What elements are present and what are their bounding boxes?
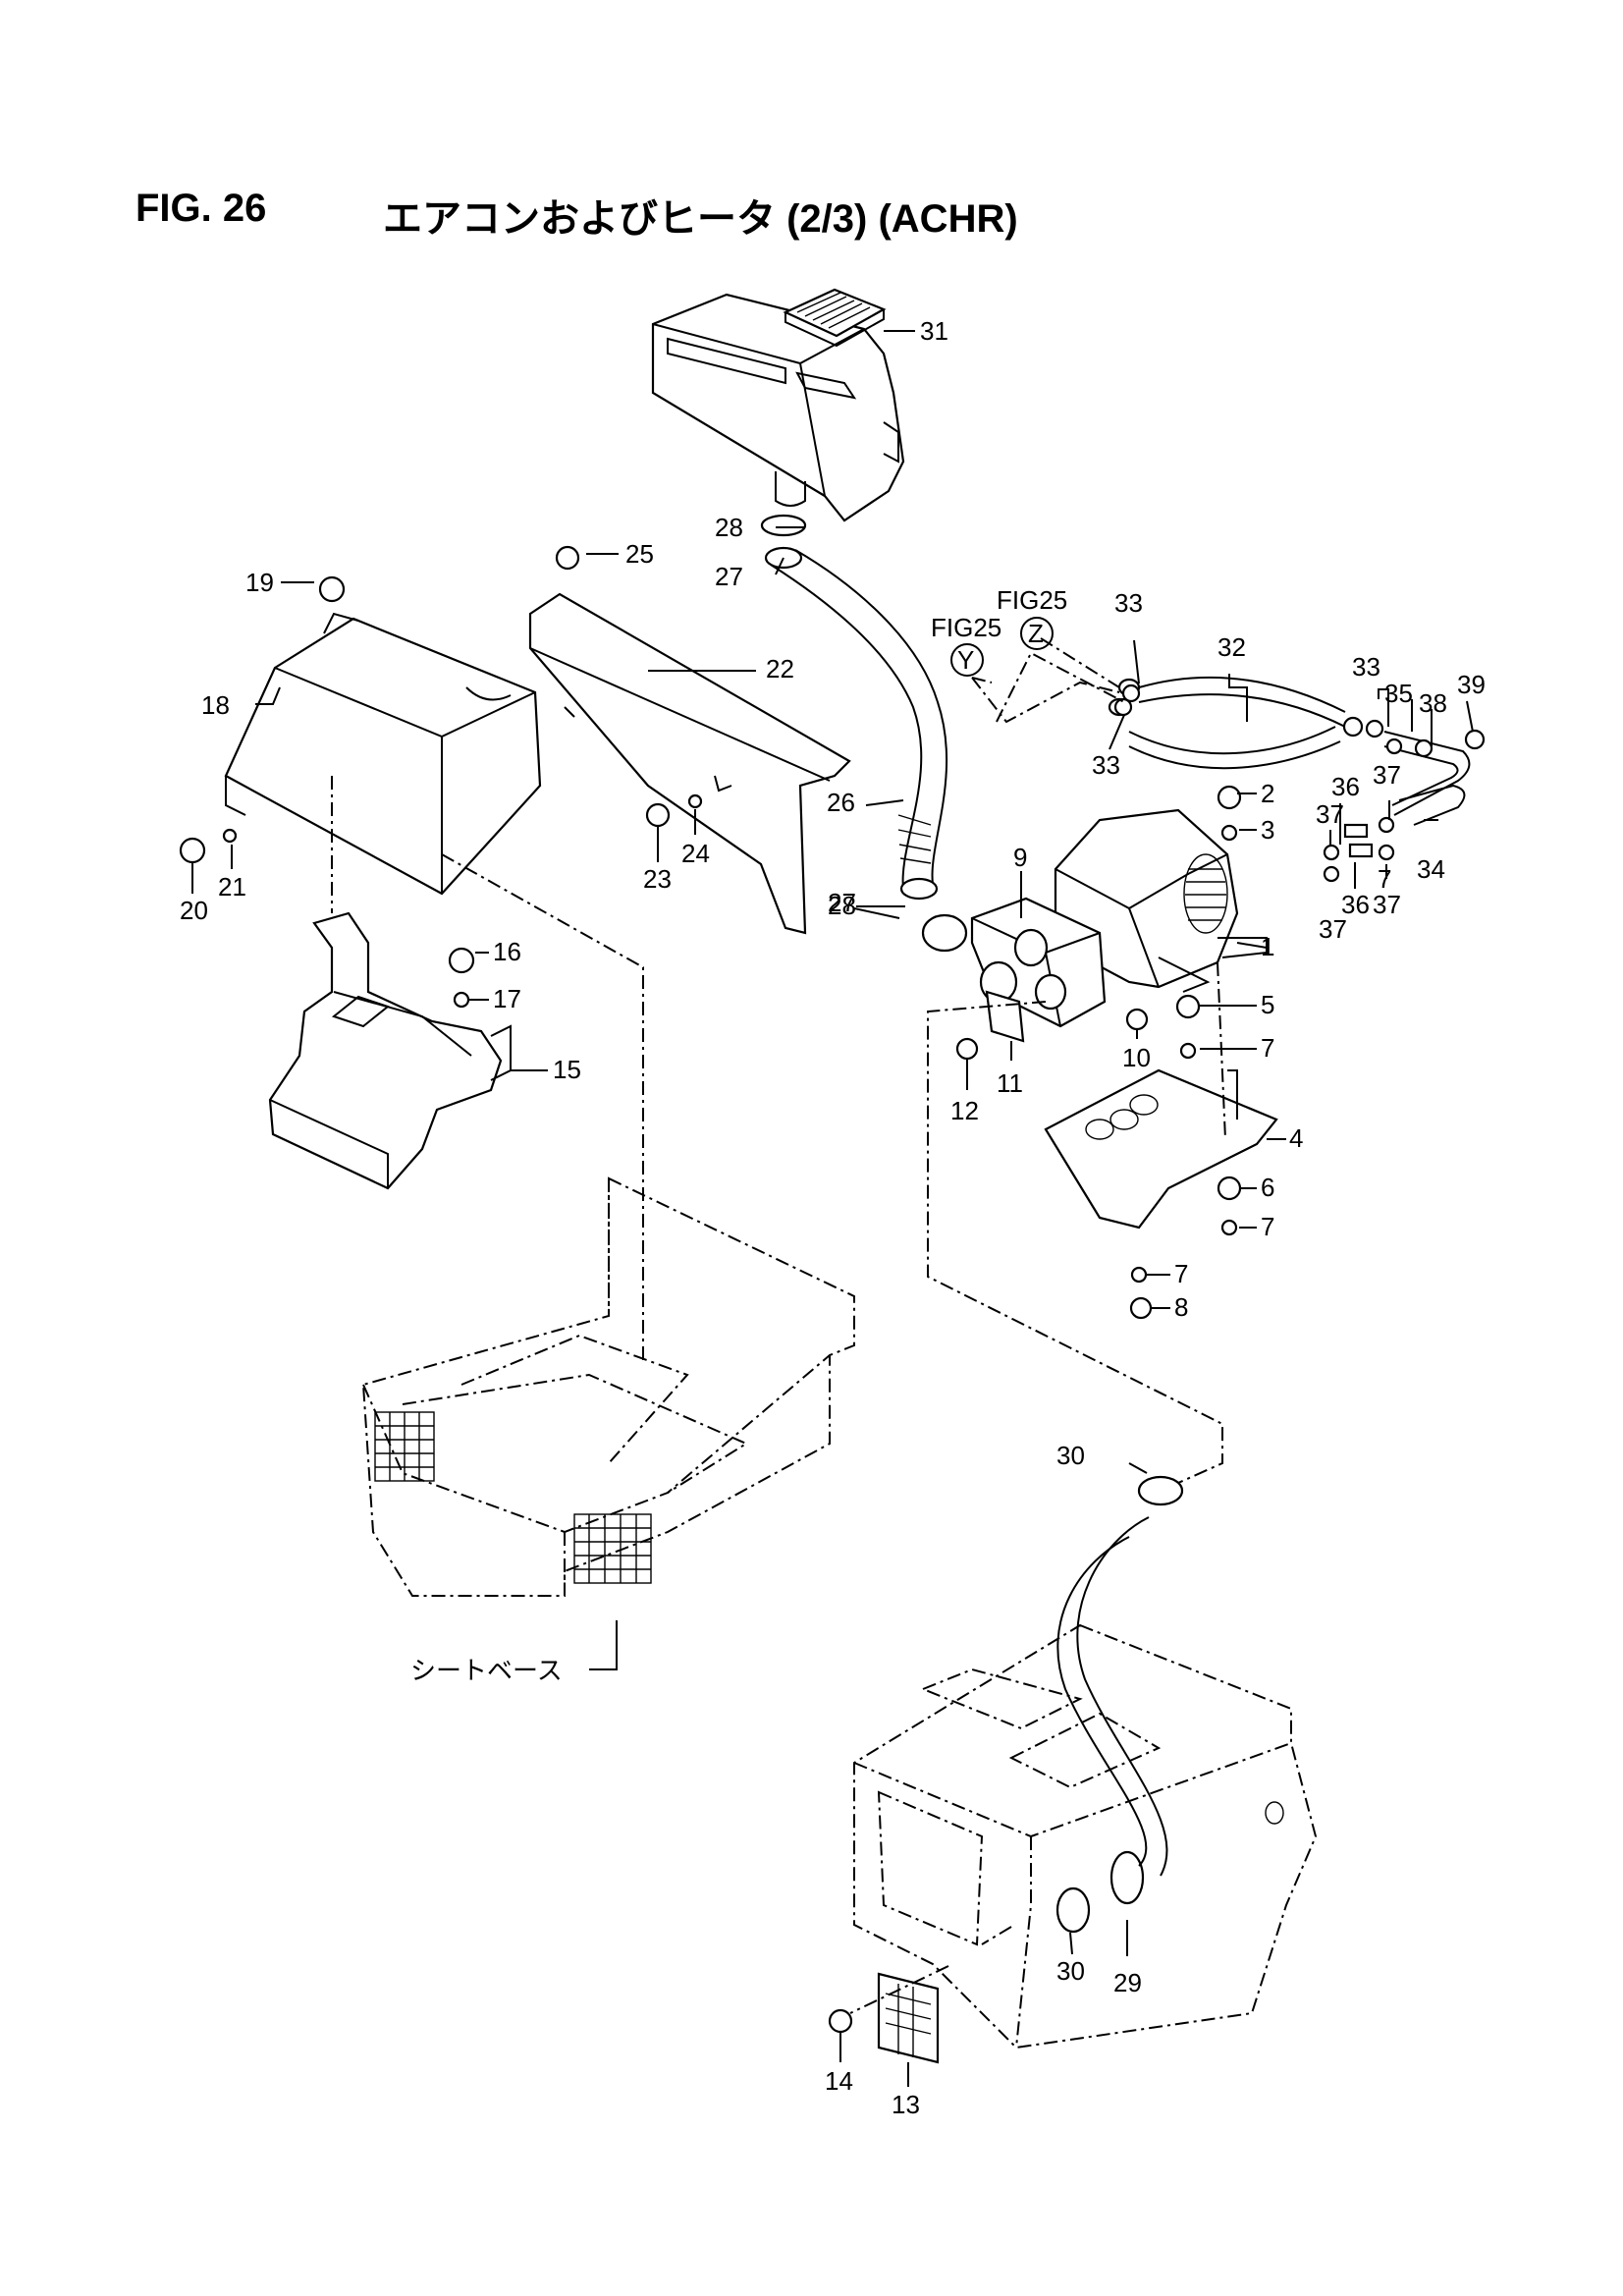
reference-z: FIG25 Z [997, 585, 1067, 650]
callout-34: 34 [1417, 854, 1445, 884]
callout-15: 15 [553, 1055, 581, 1084]
figure-title: エアコンおよびヒータ (2/3) (ACHR) [383, 197, 1018, 241]
callout-37b: 37 [1373, 760, 1401, 790]
callout-31: 31 [920, 316, 948, 346]
bracket-15 [268, 911, 512, 1190]
callout-37a: 37 [1316, 799, 1344, 829]
callout-22: 22 [766, 654, 794, 683]
seat-base-label: シートベース [410, 1656, 563, 1685]
callout-30b: 30 [1056, 1956, 1085, 1986]
air-filter-31 [783, 288, 887, 348]
hose-29 [1056, 1475, 1184, 1877]
callout-17: 17 [493, 984, 521, 1013]
callout-5: 5 [1261, 990, 1274, 1019]
reference-mark-y: Y [957, 645, 974, 675]
reference-fig25-z: FIG25 [997, 585, 1067, 615]
callout-numbers: 1 2 3 4 5 6 7 7 7 7 8 9 10 11 12 13 14 1… [180, 316, 1486, 2119]
callout-6: 6 [1261, 1173, 1274, 1202]
callout-30a: 30 [1056, 1441, 1085, 1470]
assembly-lines [331, 637, 1226, 2014]
callout-33b: 33 [1352, 652, 1380, 682]
callout-37d: 37 [1373, 890, 1401, 919]
callout-23: 23 [643, 864, 672, 894]
callout-29: 29 [1113, 1968, 1142, 1997]
callout-36a: 36 [1331, 772, 1360, 801]
callout-33c: 33 [1092, 750, 1120, 780]
callout-1: 1 [1261, 932, 1274, 961]
cover-panel-22 [528, 592, 851, 935]
callout-25: 25 [625, 539, 654, 569]
callout-21: 21 [218, 872, 246, 902]
rings-28-27 [760, 514, 968, 953]
callout-32: 32 [1217, 632, 1246, 662]
callout-37c: 37 [1319, 914, 1347, 944]
cover-panel-18 [224, 612, 542, 896]
callout-14: 14 [825, 2066, 853, 2096]
callout-13: 13 [892, 2090, 920, 2119]
callout-26: 26 [827, 788, 855, 817]
lower-cab-structure [853, 1623, 1318, 2050]
callout-39: 39 [1457, 670, 1486, 699]
callout-2: 2 [1261, 779, 1274, 808]
callout-28a: 28 [715, 513, 743, 542]
seat-base-vent-front [573, 1513, 652, 1584]
callout-20: 20 [180, 896, 208, 925]
pipe-34 [1383, 731, 1471, 826]
callout-33a: 33 [1114, 588, 1143, 618]
top-duct-unit [651, 293, 905, 522]
distribution-box-9 [970, 897, 1107, 1028]
fasteners [179, 545, 1486, 2034]
callout-8: 8 [1174, 1292, 1188, 1322]
callout-12: 12 [950, 1096, 979, 1125]
callout-24: 24 [681, 839, 710, 868]
callout-35: 35 [1384, 679, 1413, 708]
callout-28b: 28 [828, 891, 856, 920]
figure-number: FIG. 26 [135, 187, 267, 230]
reference-fig25-y: FIG25 [931, 613, 1001, 642]
seat-base-vent-left [374, 1411, 435, 1482]
callout-16: 16 [493, 937, 521, 966]
hose-26 [764, 546, 948, 901]
callout-7a: 7 [1261, 1033, 1274, 1063]
leader-lines [191, 330, 1474, 2087]
vent-grille-13 [877, 1972, 940, 2064]
callout-10: 10 [1122, 1043, 1151, 1072]
callout-11: 11 [997, 1068, 1023, 1098]
callout-7d: 7 [1378, 864, 1391, 894]
pipe-32 [1108, 676, 1346, 770]
callout-19: 19 [245, 568, 274, 597]
callout-36b: 36 [1341, 890, 1370, 919]
seat-base [361, 1176, 855, 1597]
callout-7c: 7 [1174, 1259, 1188, 1288]
reference-mark-z: Z [1028, 619, 1044, 648]
callout-3: 3 [1261, 815, 1274, 845]
callout-7b: 7 [1261, 1212, 1274, 1241]
callout-38: 38 [1419, 688, 1447, 718]
callout-27b: 27 [828, 888, 856, 917]
callout-4: 4 [1289, 1123, 1303, 1153]
callout-27a: 27 [715, 562, 743, 591]
callout-9: 9 [1013, 843, 1027, 872]
callout-18: 18 [201, 690, 230, 720]
base-plate-4 [1044, 1068, 1278, 1230]
reference-y: FIG25 Y [931, 613, 1120, 724]
